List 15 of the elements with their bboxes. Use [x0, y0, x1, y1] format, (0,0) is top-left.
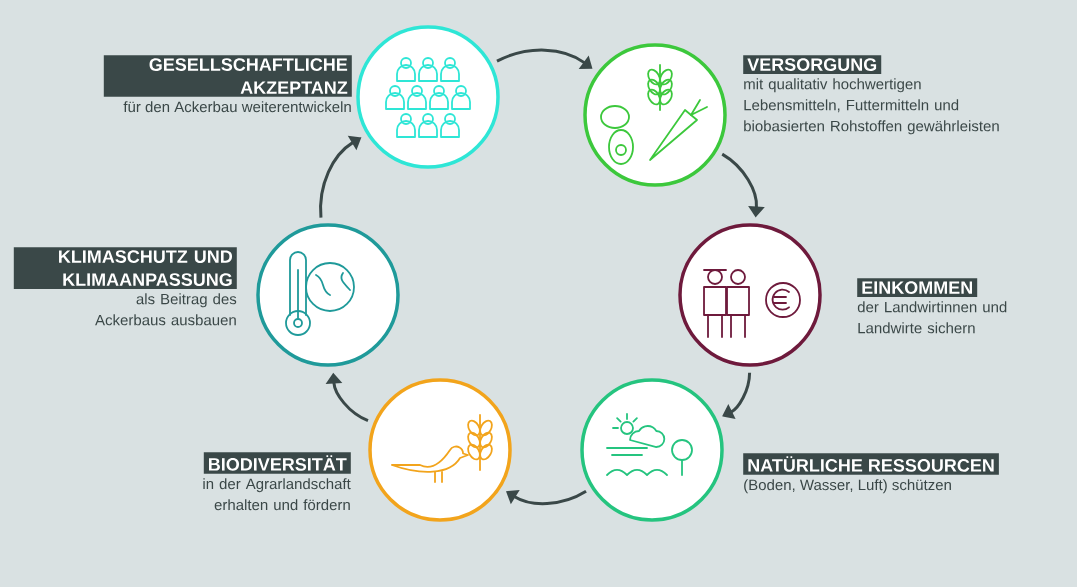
description-text: für den Ackerbau weiterentwickeln: [123, 101, 351, 113]
arrow: [506, 489, 587, 506]
heading-label: KLIMASCHUTZ UND KLIMAANPASSUNG: [13, 247, 237, 289]
heading-label: NATÜRLICHE RESSOURCEN: [743, 453, 999, 475]
heading-label: GESELLSCHAFTLICHE AKZEPTANZ: [103, 55, 352, 97]
heading-label: BIODIVERSITÄT: [203, 452, 351, 474]
arrow: [496, 48, 593, 69]
description-text: (Boden, Wasser, Luft) schützen: [744, 479, 951, 494]
description-text: als Beitrag des Ackerbaus ausbauen: [95, 293, 237, 326]
heading-label: VERSORGUNG: [743, 55, 882, 74]
description-text: in der Agrarlandschaft erhalten und fördern: [203, 478, 351, 511]
heading-label: EINKOMMEN: [857, 278, 978, 297]
arrow: [722, 372, 752, 420]
description-text: mit qualitativ hochwertigen Lebensmitteln, Futtermitteln und biobasierten Rohstoffen gewährleisten: [744, 78, 999, 135]
description-text: der Landwirtinnen und Landwirte sichern: [857, 301, 1007, 334]
